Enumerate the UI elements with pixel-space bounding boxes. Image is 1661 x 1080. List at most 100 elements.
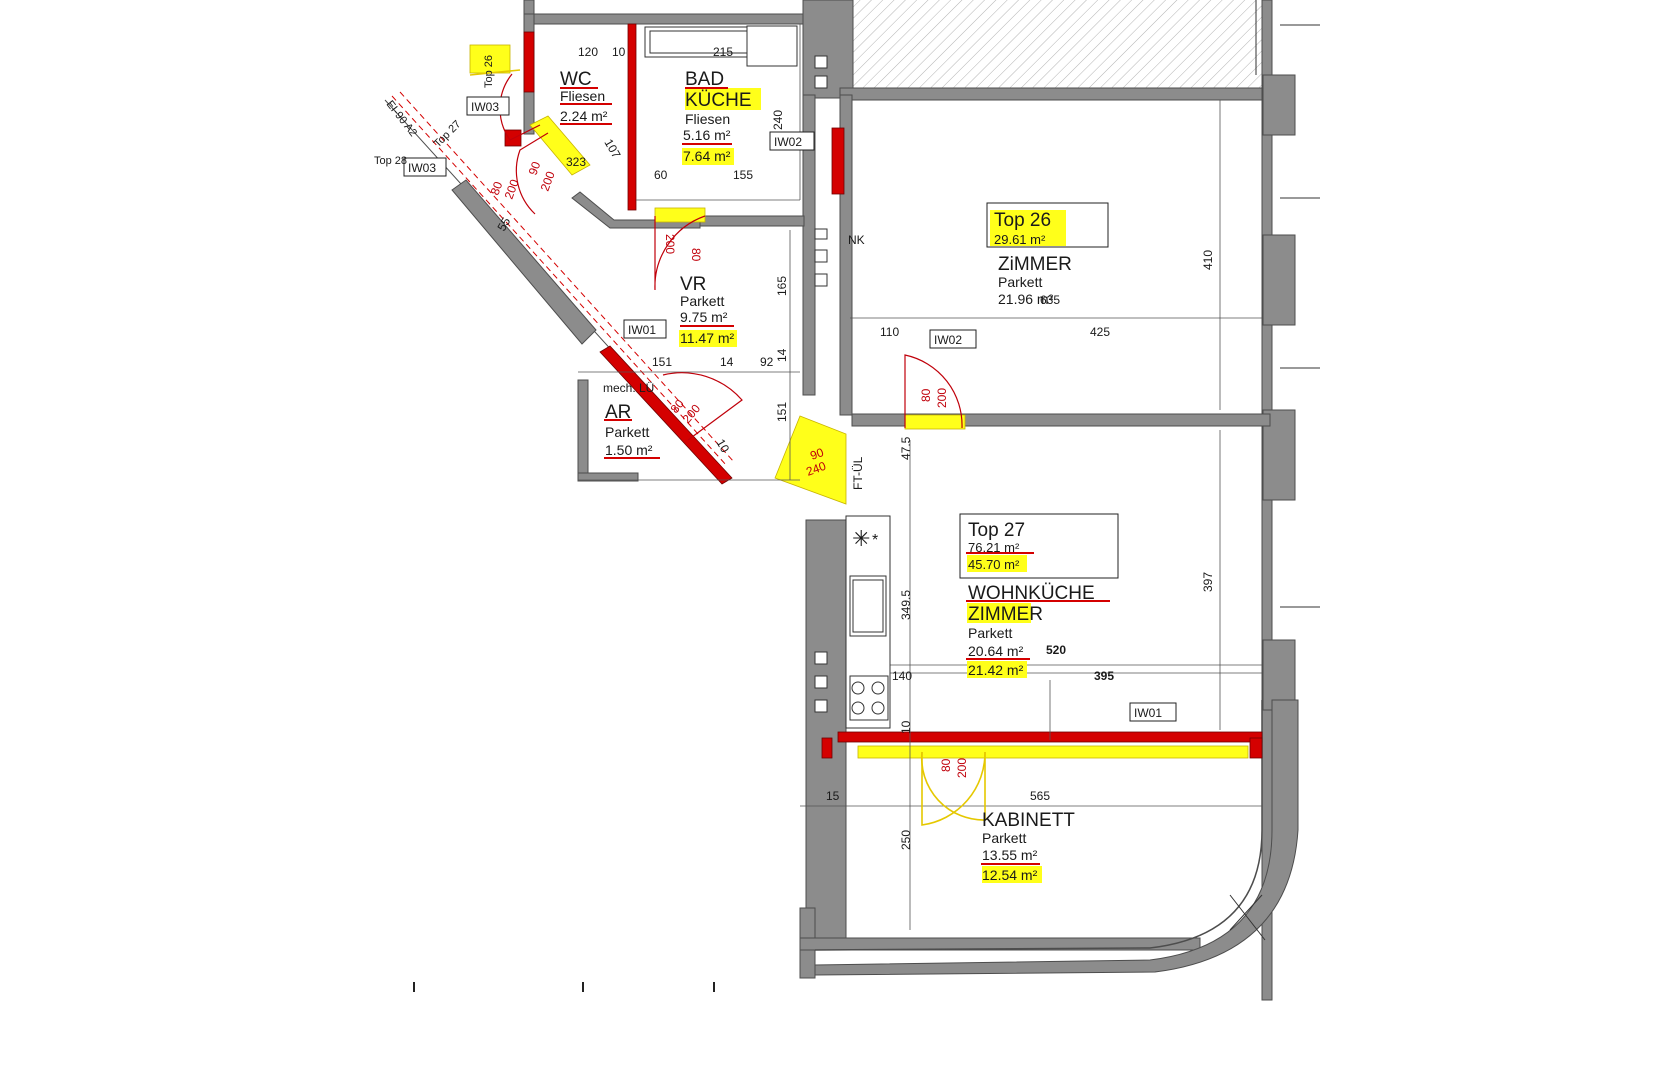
- tag-iw01-vr: IW01: [628, 323, 656, 337]
- dim-397: 397: [1201, 572, 1215, 592]
- dim-110: 110: [880, 325, 899, 339]
- dim-635: 635: [1040, 293, 1060, 307]
- dim-240: 240: [771, 110, 785, 130]
- room-vr-name: VR: [680, 274, 706, 295]
- yellow-new-openings: [469, 44, 1249, 759]
- dim-410: 410: [1201, 250, 1215, 270]
- door-zimmer-height: 200: [935, 388, 949, 408]
- room-ar-area: 1.50 m²: [605, 442, 653, 458]
- door-kab-height: 200: [955, 758, 969, 778]
- room-bad-name-new: KÜCHE: [685, 90, 752, 111]
- tag-ft-uel: FT-ÜL: [851, 456, 865, 490]
- room-wohnkueche-name: WOHNKÜCHE: [968, 583, 1095, 604]
- room-vr-area-new: 11.47 m²: [680, 330, 735, 346]
- room-zimmer26-floor: Parkett: [998, 274, 1042, 290]
- room-wohnkueche-area-new: 21.42 m²: [968, 662, 1024, 678]
- extractor-symbol-2: *: [872, 532, 878, 549]
- dim-151a: 151: [652, 355, 672, 369]
- dim-55: 55: [494, 215, 513, 234]
- top26-area: 29.61 m²: [994, 232, 1046, 247]
- room-wc-area: 2.24 m²: [560, 108, 608, 124]
- dim-155: 155: [733, 168, 753, 182]
- walls: [523, 0, 1296, 1001]
- tag-iw03-b: IW03: [408, 161, 436, 175]
- tag-nk: NK: [848, 233, 865, 247]
- room-wohnkueche-area: 20.64 m²: [968, 643, 1024, 659]
- fixtures: [644, 25, 891, 729]
- top27-area-old: 76.21 m²: [968, 540, 1020, 555]
- dim-323: 323: [566, 155, 586, 169]
- room-vr-area: 9.75 m²: [680, 309, 728, 325]
- room-wc-floor: Fliesen: [560, 88, 605, 104]
- interior-lines: [578, 24, 1262, 930]
- door-entry-width: 90: [808, 445, 826, 463]
- dim-215: 215: [713, 45, 733, 59]
- door-swings: [499, 73, 963, 441]
- dim-60: 60: [654, 168, 668, 182]
- door-bad-height: 200: [663, 234, 677, 254]
- dim-165: 165: [775, 276, 789, 296]
- room-zimmer26-name: ZiMMER: [998, 254, 1072, 275]
- door-zimmer-width: 80: [919, 388, 933, 402]
- room-vr-floor: Parkett: [680, 293, 724, 309]
- dim-107: 107: [601, 137, 623, 162]
- dim-395: 395: [1094, 669, 1114, 683]
- room-bad-area-new: 7.64 m²: [683, 148, 731, 164]
- room-ar-floor: Parkett: [605, 424, 649, 440]
- dim-120: 120: [578, 45, 598, 59]
- tag-top28-side: Top 28: [374, 155, 407, 167]
- red-underlines: [560, 87, 1110, 865]
- top27-label: Top 27: [968, 520, 1025, 541]
- dim-250: 250: [899, 830, 913, 850]
- dim-92: 92: [760, 355, 774, 369]
- tag-iw02-bad: IW02: [774, 135, 802, 149]
- extractor-symbol: ✳: [852, 526, 870, 551]
- bottom-ticks: [413, 982, 715, 992]
- curved-facade-wall: [814, 699, 1299, 976]
- dim-151b: 151: [775, 402, 789, 422]
- room-bad-name: BAD: [685, 69, 724, 90]
- tag-mech-lue: mech. LÜ: [603, 381, 654, 395]
- room-kabinett-name: KABINETT: [982, 810, 1075, 831]
- room-kabinett-area: 13.55 m²: [982, 847, 1038, 863]
- dim-14a: 14: [720, 355, 734, 369]
- tag-iw03-a: IW03: [471, 100, 499, 114]
- dim-47-5: 47.5: [899, 436, 913, 460]
- door-kab-width: 80: [939, 758, 953, 772]
- dim-15: 15: [826, 789, 840, 803]
- top26-label: Top 26: [994, 210, 1051, 231]
- tag-boxes: [403, 96, 1177, 722]
- room-zimmer26-area: 21.96 m²: [998, 291, 1054, 307]
- door-bad-width: 80: [689, 248, 703, 262]
- dim-140: 140: [892, 669, 912, 683]
- dim-10b: 10: [713, 437, 732, 456]
- door-swings-yellow: [469, 69, 986, 826]
- tag-iw02-zimmer: IW02: [934, 333, 962, 347]
- tag-iw01-kabinett: IW01: [1134, 706, 1162, 720]
- room-kabinett-area-new: 12.54 m²: [982, 867, 1038, 883]
- dim-349-5: 349.5: [899, 590, 913, 620]
- room-wohnkueche-floor: Parkett: [968, 625, 1012, 641]
- dim-10c: 10: [899, 720, 913, 734]
- tag-ei90: EI-90 A2: [384, 98, 419, 139]
- door-wc-height: 200: [502, 177, 522, 201]
- dim-10a: 10: [612, 45, 626, 59]
- facade-ticks: [1229, 0, 1320, 941]
- room-wohnkueche-name-new: ZIMMER: [968, 604, 1043, 625]
- room-bad-floor: Fliesen: [685, 111, 730, 127]
- room-kabinett-floor: Parkett: [982, 830, 1026, 846]
- room-ar-name: AR: [605, 402, 631, 423]
- door-wc-width: 80: [488, 179, 506, 197]
- door-entry-height: 240: [804, 459, 828, 479]
- area-highlights: [679, 88, 1066, 883]
- diagonal-corridor: [384, 91, 735, 471]
- tag-top26-side: Top 26: [483, 55, 495, 88]
- room-wc-name: WC: [560, 69, 592, 90]
- balcony-hatch: [852, 0, 1270, 88]
- top27-area-new: 45.70 m²: [968, 557, 1020, 572]
- dim-520: 520: [1046, 643, 1066, 657]
- door-iw03-width: 90: [526, 159, 544, 177]
- dim-14b: 14: [775, 348, 789, 362]
- room-bad-area: 5.16 m²: [683, 127, 731, 143]
